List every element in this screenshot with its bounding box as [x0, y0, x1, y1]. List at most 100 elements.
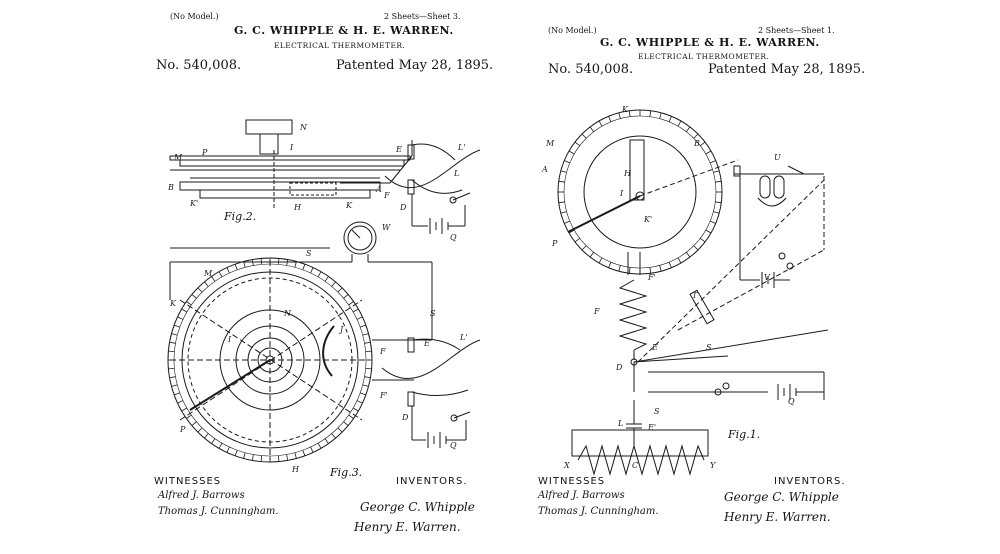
svg-text:S: S: [654, 407, 660, 416]
svg-text:D: D: [615, 363, 623, 372]
dial-tick: [204, 281, 209, 287]
dial-tick: [568, 150, 575, 155]
dial-tick: [685, 126, 691, 132]
dial-tick: [356, 316, 363, 320]
svg-text:A: A: [541, 165, 548, 174]
svg-text:F: F: [383, 191, 390, 200]
invention-title: ELECTRICAL THERMOMETER.: [638, 52, 770, 61]
dial-tick: [197, 287, 203, 293]
svg-text:Q: Q: [450, 441, 457, 450]
svg-text:F': F': [379, 391, 388, 400]
dial-tick: [177, 316, 184, 320]
svg-text:N: N: [299, 123, 308, 132]
dial-tick: [251, 259, 254, 266]
dial-tick: [348, 301, 354, 306]
dial-tick: [700, 237, 706, 243]
fig-2-label: Fig.2.: [224, 210, 257, 223]
svg-text:S: S: [306, 249, 312, 258]
dial-tick: [693, 245, 699, 251]
dial-tick: [218, 442, 223, 449]
dial-tick: [186, 414, 192, 419]
dial-tick: [568, 229, 575, 234]
svg-text:C: C: [632, 461, 638, 470]
dial-tick: [174, 392, 180, 396]
figure-1-drawing: K M B A H I K' P F' F T E S D U V Q S L …: [541, 105, 829, 476]
dial-tick: [294, 261, 297, 268]
svg-text:D: D: [399, 203, 407, 212]
dial-tick: [581, 133, 587, 139]
inventor-names-header: G. C. WHIPPLE & H. E. WARREN.: [234, 24, 454, 37]
sheet-label: 2 Sheets—Sheet 3.: [384, 12, 461, 21]
witnesses-label: WITNESSES: [538, 476, 606, 487]
svg-text:I: I: [289, 143, 294, 152]
dial-tick: [649, 110, 652, 117]
dial-tick: [168, 350, 175, 353]
patent-date: Patented May 28, 1895.: [336, 58, 494, 73]
svg-text:K': K': [189, 199, 198, 208]
svg-text:X: X: [563, 461, 570, 470]
dial-tick: [286, 259, 289, 266]
dial-tick: [710, 220, 716, 224]
dial-tick: [618, 112, 621, 119]
witnesses-label: WITNESSES: [154, 476, 222, 487]
dial-tick: [317, 442, 322, 449]
dial-tick: [668, 116, 672, 122]
svg-text:L: L: [453, 169, 459, 178]
dial-tick: [168, 367, 175, 370]
dial-tick: [171, 333, 178, 336]
dial-tick: [302, 264, 306, 270]
svg-text:P: P: [179, 425, 186, 434]
dial-tick: [234, 264, 238, 270]
dial-tick: [251, 454, 254, 461]
svg-text:P: P: [551, 239, 558, 248]
fig-3-label: Fig.3.: [330, 466, 363, 479]
dial-tick: [713, 170, 720, 173]
witness-signature-1: Alfred J. Barrows: [158, 490, 245, 501]
dial-tick: [589, 252, 595, 258]
svg-text:M: M: [545, 139, 555, 148]
dial-tick: [302, 450, 306, 456]
dial-tick: [356, 400, 363, 404]
svg-text:S: S: [430, 309, 436, 318]
dial-tick: [260, 455, 263, 462]
svg-text:M: M: [203, 269, 213, 278]
svg-text:I: I: [619, 189, 624, 198]
dial-tick: [197, 427, 203, 433]
svg-text:E: E: [423, 339, 430, 348]
model-note: (No Model.): [548, 26, 597, 35]
dial-tick: [705, 229, 712, 234]
dial-tick: [211, 438, 216, 444]
dial-tick: [191, 421, 197, 426]
dial-tick: [234, 450, 238, 456]
dial-tick: [286, 454, 289, 461]
dial-tick: [364, 341, 371, 344]
dial-tick: [226, 446, 230, 453]
dial-tick: [659, 112, 662, 119]
dial-tick: [348, 414, 354, 419]
dial-tick: [700, 141, 706, 147]
dial-tick: [226, 267, 230, 274]
svg-text:D: D: [401, 413, 409, 422]
dial-tick: [365, 367, 372, 370]
svg-text:U: U: [774, 153, 781, 162]
dial-tick: [715, 201, 722, 204]
witness-signature-2: Thomas J. Cunningham.: [158, 506, 279, 517]
dial-tick: [564, 160, 570, 164]
dial-tick: [171, 384, 178, 387]
dial-tick: [352, 407, 359, 412]
dial-tick: [710, 160, 716, 164]
dial-tick: [218, 271, 223, 278]
dial-tick: [564, 220, 570, 224]
svg-text:K: K: [169, 299, 177, 308]
model-note: (No Model.): [170, 12, 219, 21]
svg-text:Y: Y: [710, 461, 716, 470]
dial-tick: [204, 433, 209, 439]
svg-text:S: S: [706, 343, 712, 352]
dial-tick: [618, 265, 621, 272]
svg-text:F: F: [593, 307, 600, 316]
dial-tick: [715, 180, 722, 183]
dial-tick: [705, 150, 712, 155]
dial-tick: [558, 180, 565, 183]
dial-tick: [574, 141, 580, 147]
svg-text:M: M: [173, 153, 183, 162]
